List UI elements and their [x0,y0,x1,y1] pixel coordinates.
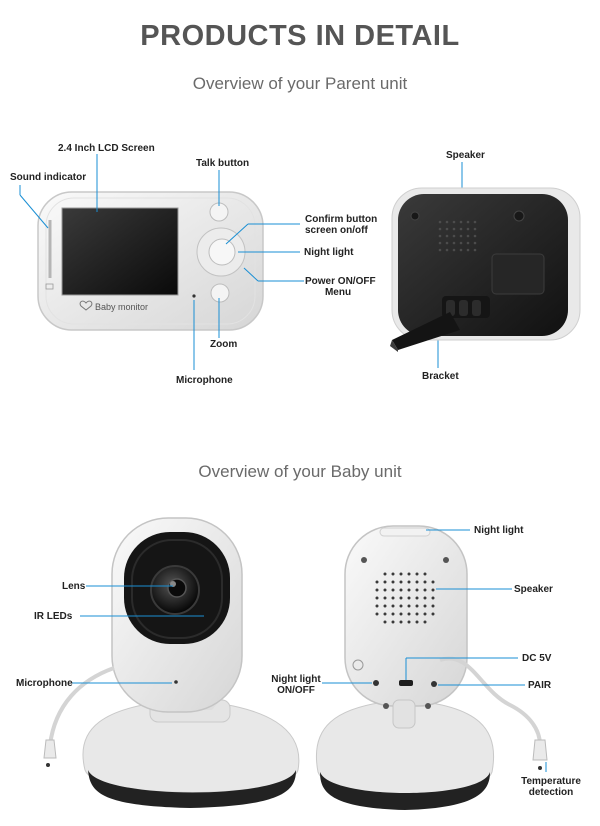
label-dc: DC 5V [522,653,552,664]
front-sensor-cable [48,666,115,746]
night-light-switch [373,680,379,686]
parent-unit-front: Baby monitor [37,191,264,331]
microphone-hole [192,294,196,298]
label-baby-microphone: Microphone [16,678,73,689]
brand-text: Baby monitor [95,302,148,312]
back-sensor-cable [439,656,542,746]
label-confirm-button-line2: screen on/off [305,225,368,236]
label-lcd-screen: 2.4 Inch LCD Screen [58,143,155,154]
label-power-line2: Menu [324,287,352,298]
label-talk-button: Talk button [196,158,250,169]
label-pair: PAIR [528,680,552,691]
baby-unit-subtitle: Overview of your Baby unit [198,462,402,481]
label-temp-line2: detection [528,787,574,798]
label-bracket: Bracket [422,371,459,382]
label-night-onoff-line1: Night light [271,674,321,685]
bracket [392,312,460,350]
label-night-onoff-line2: ON/OFF [277,685,315,696]
label-power-line1: Power ON/OFF [305,276,376,287]
label-lens: Lens [62,581,86,592]
label-night-light-onoff: Night light ON/OFF [266,674,326,696]
label-temp-line1: Temperature [521,776,581,787]
dc-port [399,680,413,686]
baby-microphone-hole [174,680,178,684]
label-ir-leds: IR LEDs [34,611,73,622]
label-confirm-button-line1: Confirm button [305,214,378,225]
label-zoom: Zoom [210,339,238,350]
baby-back-callout-lines [322,529,547,772]
speaker-grille [438,220,477,252]
label-sound-indicator: Sound indicator [10,172,87,183]
label-night-light: Night light [304,247,354,258]
page-title: PRODUCTS IN DETAIL [140,20,460,52]
parent-unit-back [390,187,581,352]
baby-speaker-grille [375,572,435,624]
baby-unit-front [43,517,300,808]
label-speaker: Speaker [446,150,485,161]
pair-button [431,681,437,687]
confirm-button [208,238,236,266]
parent-unit-subtitle: Overview of your Parent unit [192,74,408,93]
label-baby-night-light: Night light [474,525,524,536]
baby-front-callout-lines [72,585,204,684]
label-temperature-detection: Temperature detection [516,776,586,798]
label-power-menu: Power ON/OFF Menu [305,276,376,298]
parent-callout-lines [19,154,463,370]
heart-logo-icon [79,300,93,311]
label-confirm-button: Confirm button screen on/off [305,214,377,236]
label-baby-speaker: Speaker [514,584,553,595]
zoom-button [210,283,230,303]
lcd-screen [61,207,179,296]
label-microphone: Microphone [176,375,233,386]
baby-night-light [379,527,431,537]
baby-unit-back [315,525,548,810]
